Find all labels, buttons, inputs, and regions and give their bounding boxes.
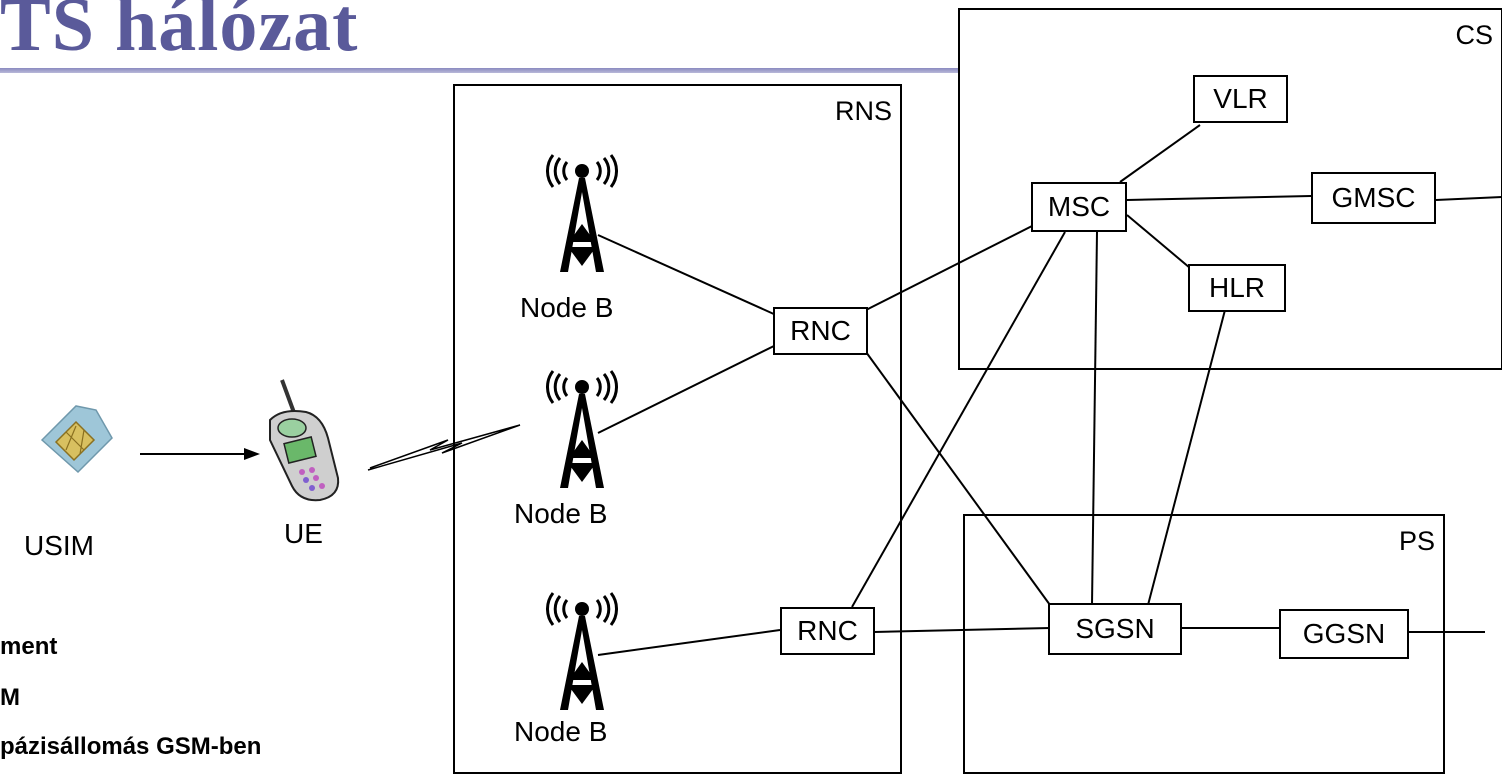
rns-region-label: RNS bbox=[834, 96, 892, 126]
link-nodeb2-rnc bbox=[597, 344, 777, 434]
link-msc-rnc-bottom bbox=[851, 231, 1066, 608]
note-line: ment bbox=[0, 633, 58, 660]
link-gmsc-out bbox=[1435, 196, 1502, 201]
link-hlr-sgsn bbox=[1147, 309, 1226, 606]
cs-region-label: CS bbox=[1455, 20, 1493, 50]
link-rnc-msc bbox=[865, 224, 1035, 311]
ue-label: UE bbox=[284, 518, 323, 549]
rnc-bottom-node: RNC bbox=[780, 607, 875, 655]
ps-region-label: PS bbox=[1398, 526, 1435, 556]
mobile-phone-icon bbox=[269, 379, 340, 502]
rns-region: RNS bbox=[453, 84, 902, 774]
vlr-node: VLR bbox=[1193, 75, 1288, 123]
usim-label: USIM bbox=[24, 530, 94, 561]
link-nodeb3-rnc bbox=[597, 629, 781, 656]
link-msc-vlr bbox=[1119, 124, 1201, 183]
msc-node: MSC bbox=[1031, 182, 1127, 232]
radio-link-icon bbox=[367, 424, 521, 471]
ggsn-node: GGSN bbox=[1279, 609, 1409, 659]
link-msc-hlr bbox=[1126, 214, 1191, 269]
gmsc-node: GMSC bbox=[1311, 172, 1436, 224]
hlr-node: HLR bbox=[1188, 264, 1286, 312]
node-b-label: Node B bbox=[514, 716, 608, 747]
arrow-usim-ue-head bbox=[244, 448, 260, 460]
sgsn-node: SGSN bbox=[1048, 603, 1182, 655]
rnc-top-node: RNC bbox=[773, 307, 868, 355]
link-msc-gmsc bbox=[1126, 195, 1312, 201]
node-b-label: Node B bbox=[520, 292, 614, 323]
node-b-label: Node B bbox=[514, 498, 608, 529]
link-msc-sgsn bbox=[1091, 231, 1098, 606]
link-rnc-sgsn-bottom bbox=[873, 627, 1051, 633]
note-line: pázisállomás GSM-ben bbox=[0, 733, 262, 760]
radio-tower-icon bbox=[546, 370, 618, 488]
radio-tower-icon bbox=[546, 154, 618, 272]
radio-tower-icon bbox=[546, 592, 618, 710]
note-line: M bbox=[0, 684, 20, 711]
title-underline bbox=[0, 68, 958, 73]
slide-title: TS hálózat bbox=[0, 0, 359, 67]
link-nodeb1-rnc bbox=[597, 234, 777, 316]
link-rnc-sgsn bbox=[865, 351, 1051, 606]
sim-card-icon bbox=[40, 405, 113, 474]
